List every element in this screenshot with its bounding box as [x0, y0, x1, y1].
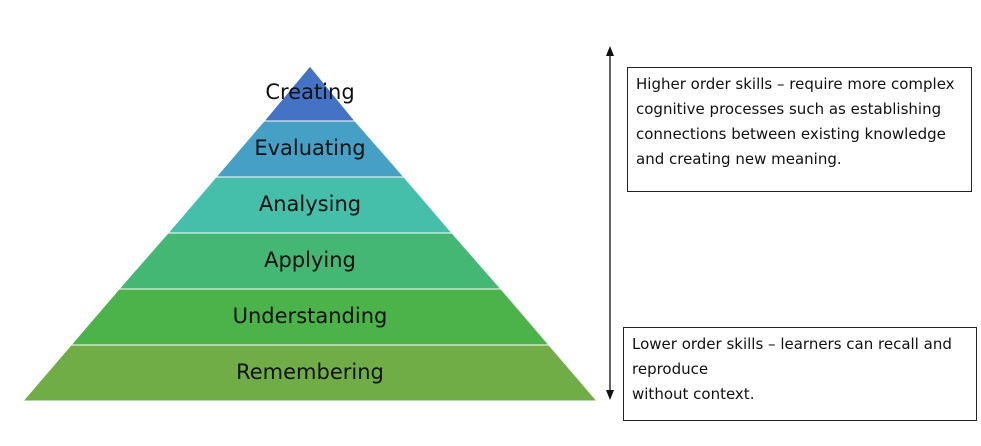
lower-order-note: Lower order skills – learners can recall… [623, 327, 977, 421]
higher-order-note-text: Higher order skills – require more compl… [636, 75, 955, 168]
level-label-remembering: Remembering [236, 360, 384, 384]
level-label-understanding: Understanding [232, 304, 388, 328]
pyramid-level-remembering [21, 344, 599, 402]
level-label-evaluating: Evaluating [254, 136, 366, 160]
lower-order-note-text: Lower order skills – learners can recall… [632, 335, 952, 403]
vertical-double-arrow [606, 46, 614, 400]
level-label-analysing: Analysing [258, 192, 362, 216]
higher-order-note: Higher order skills – require more compl… [627, 67, 972, 192]
level-label-applying: Applying [264, 248, 356, 272]
level-label-creating: Creating [265, 80, 355, 104]
